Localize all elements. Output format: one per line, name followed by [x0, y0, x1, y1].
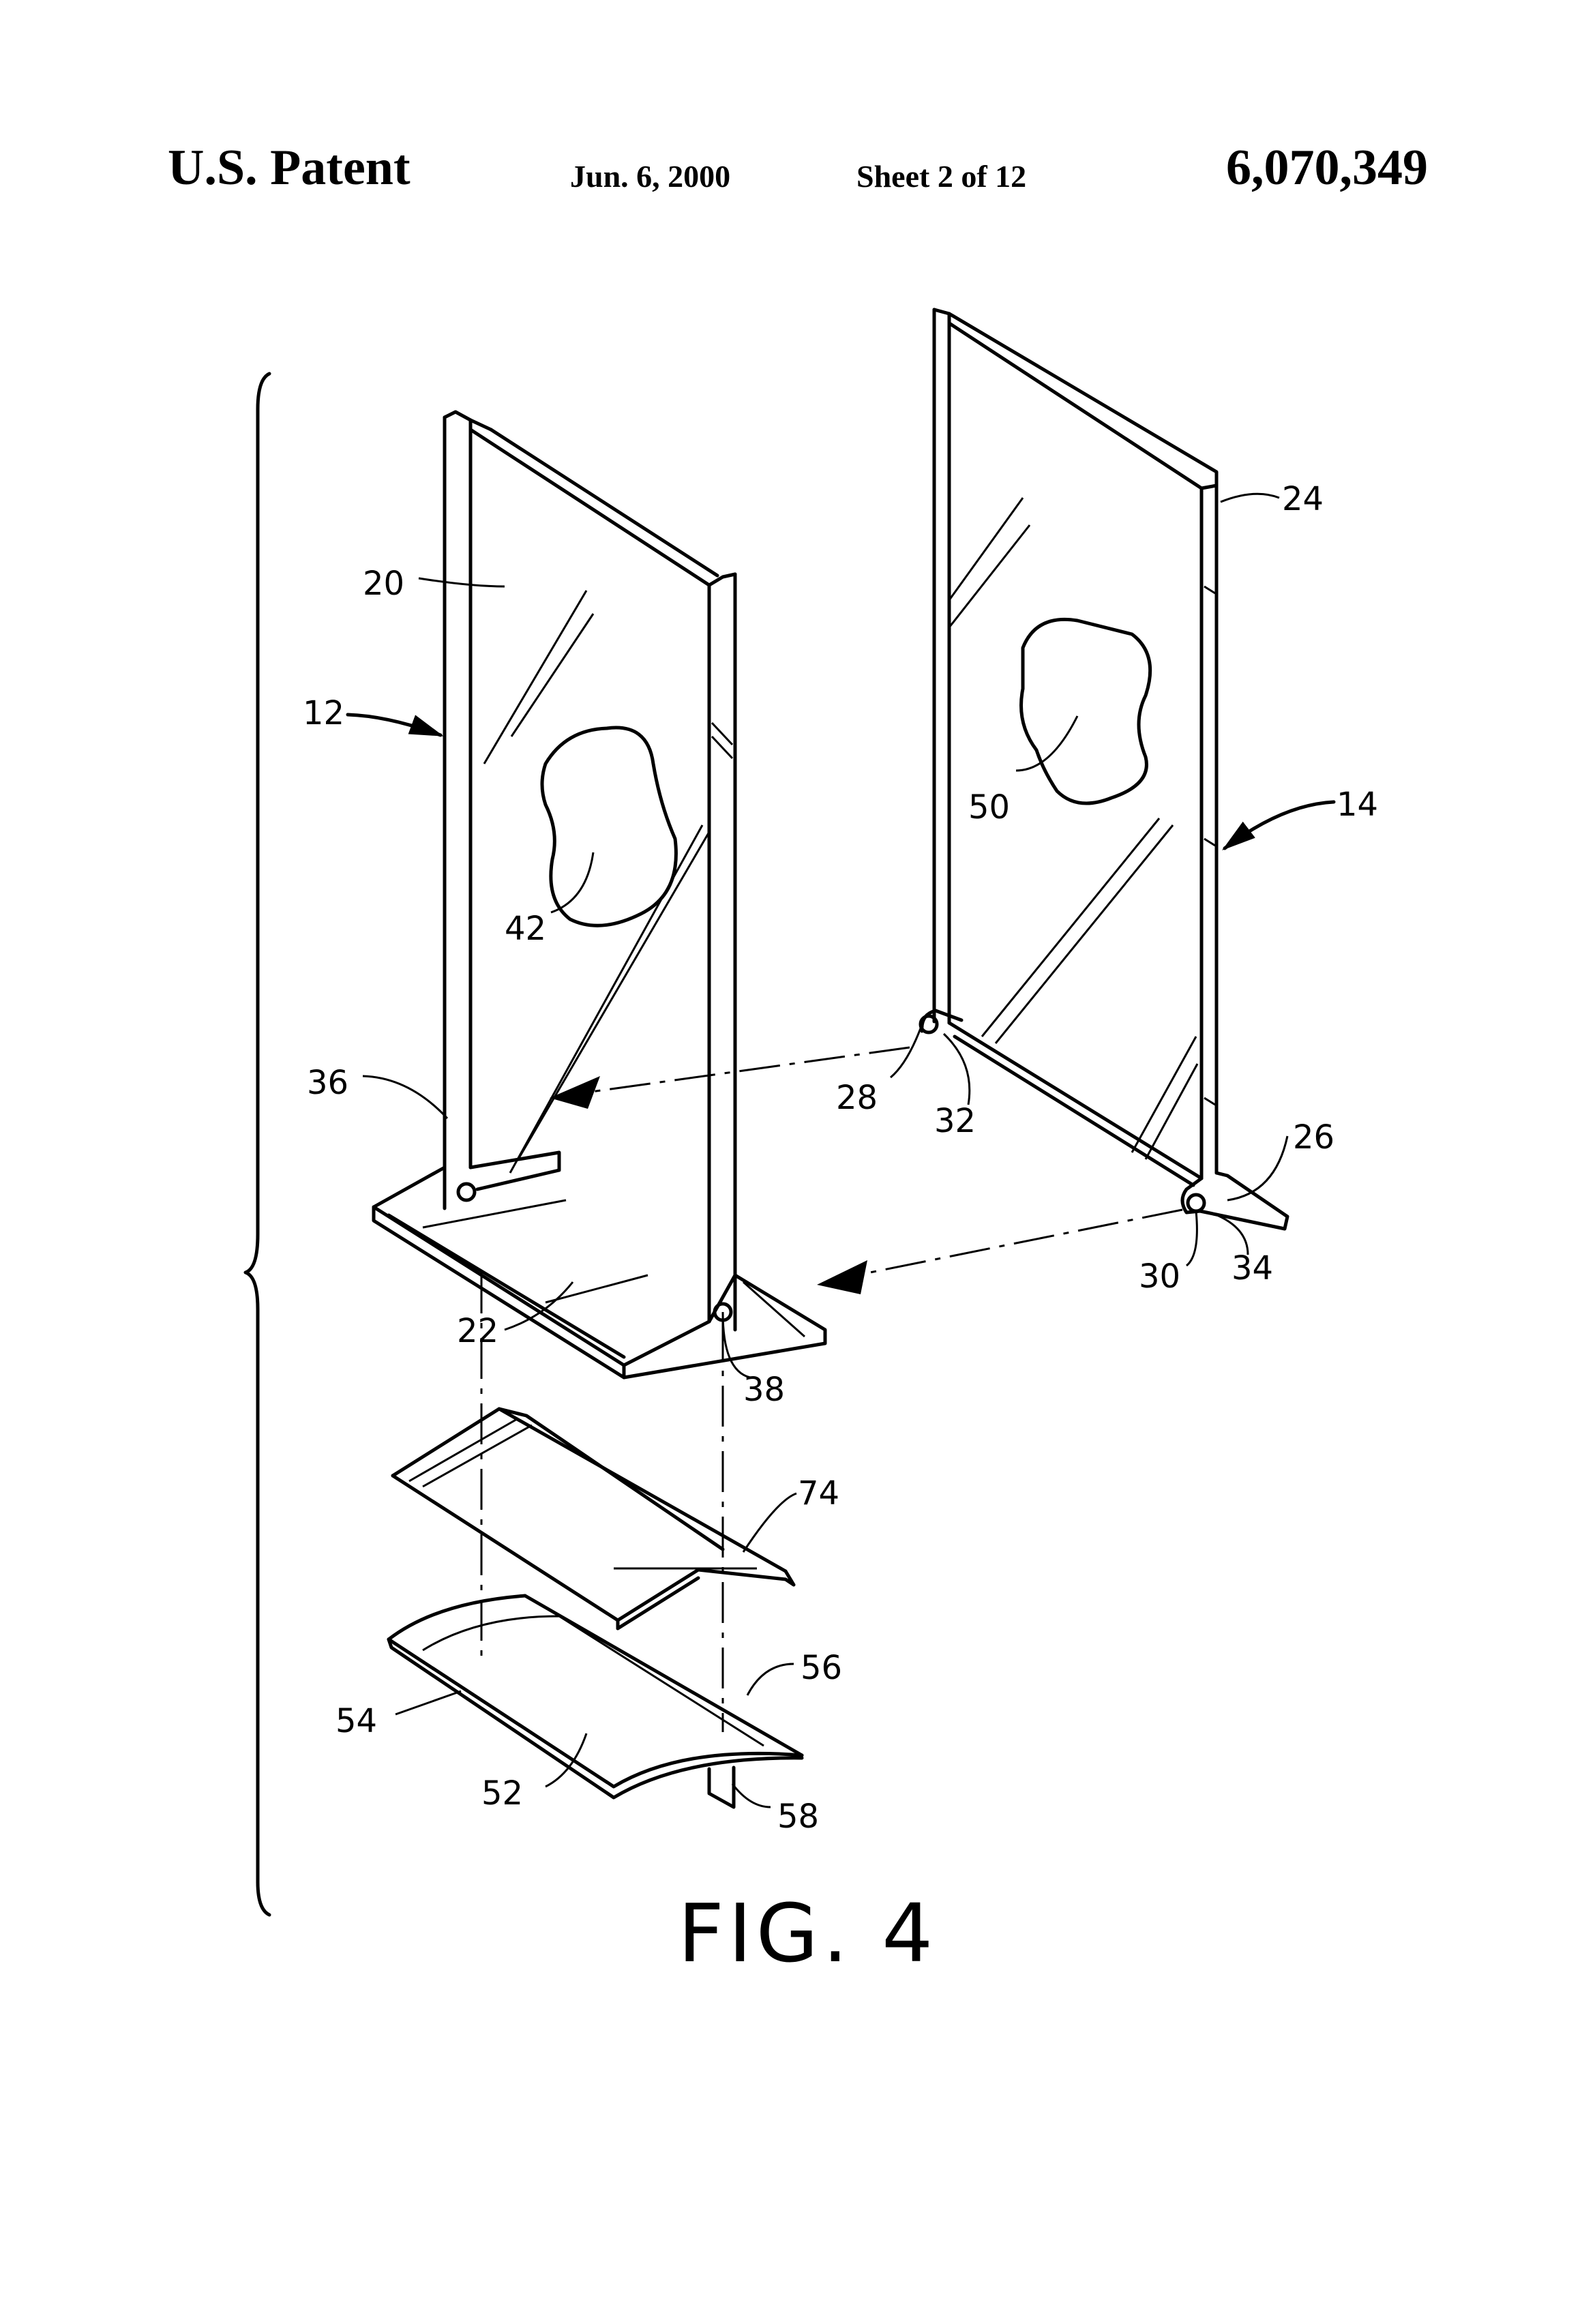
- ref-24: 24: [1282, 480, 1324, 518]
- leader-lines: [362, 492, 1289, 1808]
- ref-34: 34: [1232, 1249, 1273, 1287]
- ref-54: 54: [335, 1702, 377, 1740]
- panel-14: [919, 308, 1336, 1231]
- figure-caption: FIG. 4: [678, 1886, 937, 1980]
- ref-74: 74: [798, 1474, 839, 1513]
- ref-32: 32: [934, 1102, 976, 1140]
- ref-42: 42: [505, 910, 546, 948]
- panel-12: [346, 410, 827, 1380]
- ref-28: 28: [836, 1079, 878, 1117]
- assembly-path-upper: [586, 1046, 910, 1094]
- ref-50: 50: [968, 788, 1010, 826]
- ref-22: 22: [457, 1312, 498, 1350]
- grouping-brace: [243, 372, 271, 1917]
- part-74: [391, 1407, 796, 1630]
- ref-20: 20: [363, 565, 404, 603]
- ref-12: 12: [303, 694, 344, 732]
- assembly-arrow-upper: [550, 1076, 600, 1109]
- ref-56: 56: [801, 1649, 842, 1687]
- ref-58: 58: [777, 1798, 819, 1836]
- patent-number: 6,070,349: [1226, 140, 1428, 196]
- part-52: [387, 1594, 804, 1809]
- assembly-path-lower: [856, 1208, 1183, 1277]
- ref-14: 14: [1337, 786, 1378, 824]
- patent-label: U.S. Patent: [168, 140, 411, 196]
- ref-30: 30: [1139, 1257, 1180, 1296]
- ref-26: 26: [1293, 1118, 1334, 1157]
- assembly-arrow-lower: [817, 1260, 867, 1294]
- patent-date: Jun. 6, 2000: [570, 159, 731, 194]
- ref-36: 36: [307, 1064, 348, 1102]
- sheet-number: Sheet 2 of 12: [856, 159, 1027, 194]
- ref-52: 52: [481, 1774, 523, 1813]
- ref-38: 38: [743, 1371, 785, 1409]
